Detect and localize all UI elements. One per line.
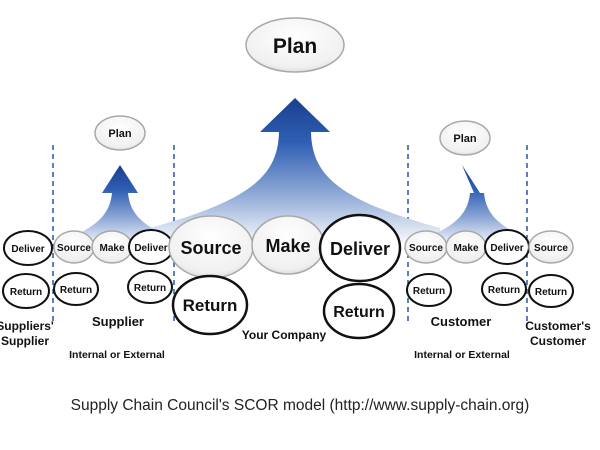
make-label: Make	[99, 243, 124, 254]
return-label: Return	[535, 287, 567, 298]
return-ellipse	[127, 270, 173, 304]
customer-group: Source Make Deliver Return Return Custom…	[404, 229, 530, 361]
return-ellipse	[528, 274, 574, 308]
plan-label-main: Plan	[273, 35, 317, 58]
return-label: Return	[134, 283, 166, 294]
customers-customer-name-1: Customer's	[525, 319, 591, 333]
supplier-arrow	[64, 165, 178, 247]
caption: Supply Chain Council's SCOR model (http:…	[70, 397, 530, 414]
return-label: Return	[333, 304, 385, 321]
return-ellipse	[2, 273, 50, 309]
suppliers-supplier-name-1: Suppliers'	[0, 319, 54, 333]
return-ellipse	[171, 274, 249, 336]
source-label: Source	[409, 243, 443, 254]
source-ellipse	[528, 230, 574, 264]
return-label: Return	[183, 296, 238, 315]
return-label: Return	[488, 285, 520, 296]
customers-customer-group: Source Return Customer's Customer	[525, 230, 591, 348]
deliver-label: Deliver	[134, 243, 167, 254]
return-label: Return	[413, 286, 445, 297]
supplier-group: Source Make Deliver Return Return Suppli…	[53, 229, 174, 361]
source-label: Source	[534, 243, 568, 254]
supplier-subtitle: Internal or External	[69, 349, 165, 361]
center-arrow	[150, 98, 440, 246]
customer-arrow	[420, 165, 532, 247]
make-label: Make	[453, 243, 478, 254]
return-ellipse	[481, 272, 527, 306]
customer-subtitle: Internal or External	[414, 349, 510, 361]
supplier-name: Supplier	[92, 314, 144, 329]
return-label: Return	[60, 285, 92, 296]
arrows	[64, 98, 532, 247]
deliver-ellipse	[3, 230, 53, 266]
plan-nodes: Plan Plan Plan	[94, 17, 491, 156]
plan-label-customer: Plan	[453, 133, 477, 145]
suppliers-supplier-group: Deliver Return Suppliers' Supplier	[0, 230, 54, 348]
deliver-label: Deliver	[330, 239, 390, 259]
customer-name: Customer	[431, 314, 492, 329]
plan-ellipse-customer	[439, 120, 491, 156]
return-label: Return	[10, 287, 42, 298]
your-company-name: Your Company	[242, 328, 327, 342]
deliver-ellipse	[318, 213, 402, 283]
suppliers-supplier-name-2: Supplier	[1, 334, 49, 348]
return-ellipse	[53, 272, 99, 306]
deliver-label: Deliver	[11, 244, 44, 255]
customers-customer-name-2: Customer	[530, 334, 586, 348]
plan-ellipse-supplier	[94, 115, 146, 151]
return-ellipse	[406, 273, 452, 307]
plan-ellipse-main	[245, 17, 345, 73]
source-label: Source	[180, 238, 241, 258]
plan-label-supplier: Plan	[108, 128, 132, 140]
your-company-group: Source Make Deliver Return Return Your C…	[168, 213, 402, 342]
deliver-label: Deliver	[490, 243, 523, 254]
scor-diagram: Plan Plan Plan Deliver Return Suppliers'…	[0, 17, 591, 361]
return-ellipse	[322, 282, 396, 340]
make-label: Make	[265, 236, 310, 256]
source-label: Source	[57, 243, 91, 254]
